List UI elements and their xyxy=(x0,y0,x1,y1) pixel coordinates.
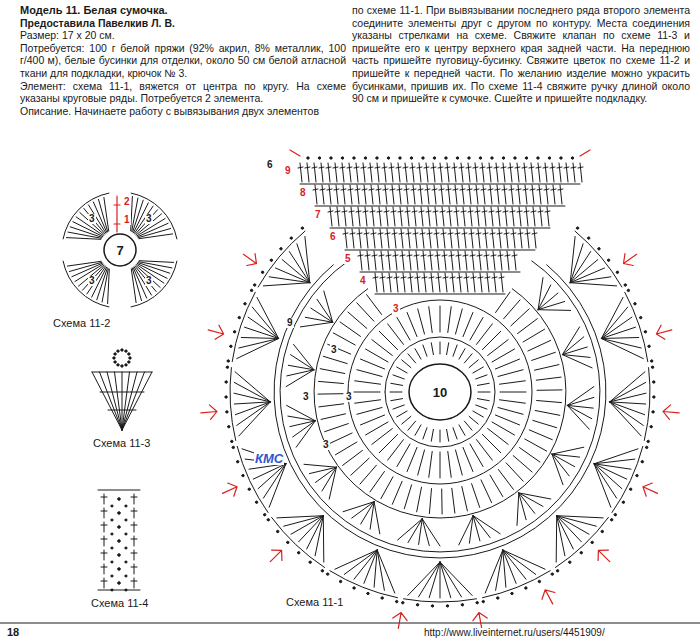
ring-number: 7 xyxy=(116,244,123,257)
row-number: 2 xyxy=(123,197,131,207)
materials-text: Потребуется: 100 г белой пряжи (92% акри… xyxy=(20,42,346,80)
row-number: 4 xyxy=(359,276,367,286)
row-number: 3 xyxy=(88,276,96,286)
row-number: 9 xyxy=(284,166,292,176)
scallop-edge xyxy=(230,231,650,602)
text-column: Модель 11. Белая сумочка.Предоставила Па… xyxy=(20,4,346,117)
description-text: по схеме 11-1. При вывязывании последнег… xyxy=(352,4,690,105)
size-line: Размер: 17 х 20 см. xyxy=(20,29,346,42)
text-column: по схеме 11-1. При вывязывании последнег… xyxy=(352,4,690,105)
author-line: Предоставила Павелкив Л. В. xyxy=(20,17,346,30)
row-number: 3 xyxy=(345,392,353,402)
ring-circle: 10 xyxy=(408,363,472,421)
row-number: 3 xyxy=(88,214,96,224)
chart-caption: Схема 11-2 xyxy=(52,318,111,329)
strap-dots xyxy=(111,498,127,591)
row-number: 3 xyxy=(330,345,338,355)
row-number: 3 xyxy=(322,440,330,450)
page-number: 18 xyxy=(6,627,20,638)
row-number: 3 xyxy=(392,304,400,314)
stitch-fans xyxy=(286,278,594,546)
chain-dots xyxy=(307,157,574,159)
stitch-rings xyxy=(274,261,606,558)
row-number: 6 xyxy=(266,160,274,170)
page-title: Модель 11. Белая сумочка. xyxy=(20,4,346,17)
flower-start-column xyxy=(114,196,120,232)
row-number: 8 xyxy=(299,188,307,198)
page-rule xyxy=(0,623,700,624)
chart-caption: Схема 11-1 xyxy=(285,597,344,608)
button-loop xyxy=(113,349,131,367)
row-number: 7 xyxy=(314,210,322,220)
ring-number: 10 xyxy=(433,386,447,399)
element-text: Элемент: схема 11-1, вяжется от центра п… xyxy=(20,80,346,105)
row-number: 3 xyxy=(302,392,310,402)
flower-petals xyxy=(63,193,177,307)
row-number: 6 xyxy=(329,232,337,242)
picot-dots xyxy=(225,227,655,607)
source-url: http://www.liveinternet.ru/users/4451909… xyxy=(423,628,606,638)
chart-caption: Схема 11-4 xyxy=(90,598,149,609)
flap-chart xyxy=(92,372,152,430)
ring-outline-shape xyxy=(104,234,136,266)
ring-outline-shape xyxy=(409,364,471,420)
tall-stitch-rows xyxy=(298,163,583,294)
description-text: Описание. Начинаете работу с вывязывания… xyxy=(20,105,346,118)
row-number: 5 xyxy=(344,254,352,264)
row-number: 3 xyxy=(145,276,153,286)
row-number: 1 xyxy=(123,215,131,225)
row-number: 9 xyxy=(286,318,294,328)
watermark: КМС xyxy=(254,452,284,465)
ring-circle: 7 xyxy=(103,233,137,267)
row-number: 3 xyxy=(145,214,153,224)
join-arrows xyxy=(201,150,679,628)
chart-caption: Схема 11-3 xyxy=(92,438,151,449)
